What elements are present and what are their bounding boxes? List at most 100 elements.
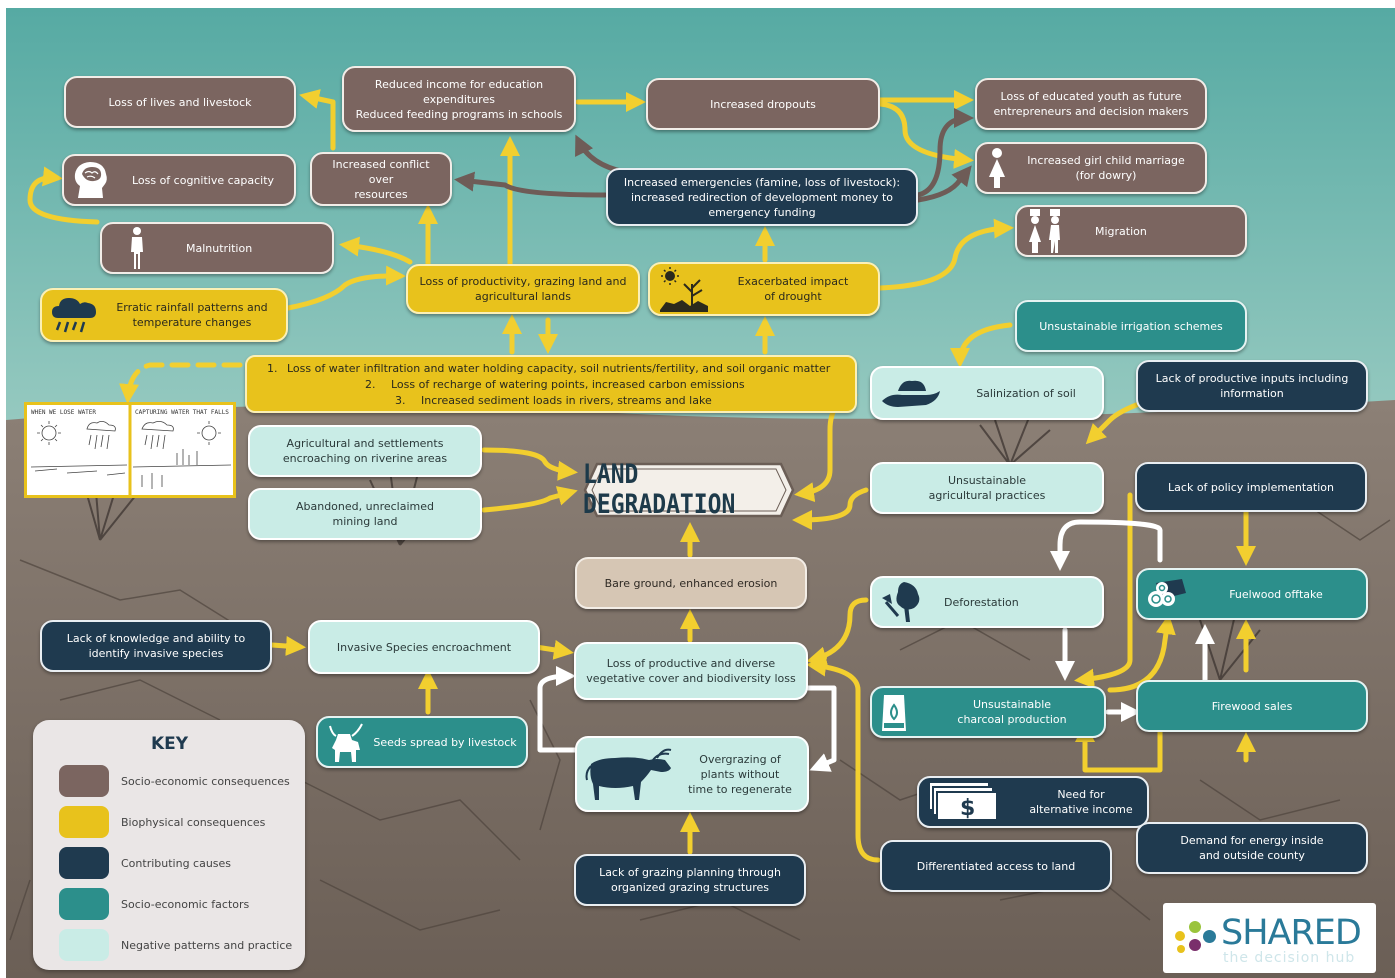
irrigation-schemes-label: Unsustainable irrigation schemes <box>1039 319 1223 333</box>
salinization-label: Salinization of soil <box>976 386 1076 400</box>
tree-axe-icon <box>880 580 924 624</box>
seeds-livestock-label: Seeds spread by livestock <box>373 735 517 749</box>
logo-dot <box>1189 921 1201 933</box>
loss-of-lives-box: Loss of lives and livestock <box>64 76 296 128</box>
vegetative-cover-box: Loss of productive and diverse vegetativ… <box>574 642 808 700</box>
mining-land-label: Abandoned, unreclaimed mining land <box>295 500 434 528</box>
logo-dot <box>1175 931 1185 941</box>
migrating-family-icon <box>1025 208 1065 254</box>
unsustainable-agriculture-label: Unsustainable agricultural practices <box>928 474 1046 502</box>
energy-demand-label: Demand for energy inside and outside cou… <box>1180 834 1324 862</box>
key-swatch-negative <box>59 929 109 961</box>
increased-emergencies-label: Increased emergencies (famine, loss of l… <box>623 175 901 219</box>
key-label-causes: Contributing causes <box>121 856 232 870</box>
differentiated-access-label: Differentiated access to land <box>916 859 1076 873</box>
lack-policy-label: Lack of policy implementation <box>1168 480 1334 494</box>
cognitive-capacity-box: Loss of cognitive capacity <box>62 154 296 206</box>
water-loss-line-2: 2.Loss of recharge of watering points, i… <box>365 378 745 391</box>
key-swatch-factors <box>59 888 109 920</box>
bare-ground-label: Bare ground, enhanced erosion <box>604 576 778 590</box>
bare-ground-box: Bare ground, enhanced erosion <box>575 557 807 609</box>
irrigation-schemes-box: Unsustainable irrigation schemes <box>1015 300 1247 352</box>
deforestation-box: Deforestation <box>870 576 1104 628</box>
legend-key: KEY Socio-economic consequences Biophysi… <box>33 720 305 970</box>
key-swatch-socio <box>59 765 109 797</box>
shared-logo: SHARED the decision hub <box>1163 903 1376 973</box>
water-sketch-panel: WHEN WE LOSE WATER CAPTURING WATER THAT … <box>24 402 236 498</box>
loss-of-youth-label: Loss of educated youth as future entrepr… <box>993 90 1189 118</box>
riverine-encroachment-box: Agricultural and settlements encroaching… <box>248 425 482 477</box>
key-item-negative: Negative patterns and practice <box>59 928 299 962</box>
energy-demand-box: Demand for energy inside and outside cou… <box>1136 822 1368 874</box>
girl-icon <box>985 147 1009 189</box>
mining-land-box: Abandoned, unreclaimed mining land <box>248 488 482 540</box>
lack-knowledge-box: Lack of knowledge and ability to identif… <box>40 620 272 672</box>
key-label-negative: Negative patterns and practice <box>121 938 293 952</box>
water-loss-line-1: 1.Loss of water infiltration and water h… <box>267 362 831 375</box>
increased-emergencies-box: Increased emergencies (famine, loss of l… <box>606 168 918 226</box>
alternative-income-box: $ Need for alternative income <box>917 776 1149 828</box>
drought-label: Exacerbated impact of drought <box>737 275 849 303</box>
reduced-income-box: Reduced income for education expenditure… <box>342 66 576 132</box>
key-label-factors: Socio-economic factors <box>121 897 250 911</box>
invasive-species-box: Invasive Species encroachment <box>308 620 540 674</box>
increased-conflict-label: Increased conflict over resources <box>332 157 430 201</box>
malnutrition-box: Malnutrition <box>100 222 334 274</box>
increased-dropouts-label: Increased dropouts <box>710 97 816 111</box>
key-item-causes: Contributing causes <box>59 846 299 880</box>
loss-of-youth-box: Loss of educated youth as future entrepr… <box>975 78 1207 130</box>
key-title: KEY <box>151 734 189 754</box>
charcoal-production-box: Unsustainable charcoal production <box>870 686 1106 738</box>
key-swatch-bio <box>59 806 109 838</box>
overgrazing-label: Overgrazing of plants without time to re… <box>688 752 792 796</box>
logo-dot <box>1189 939 1201 951</box>
logo-wordmark: SHARED <box>1221 913 1362 953</box>
increased-dropouts-box: Increased dropouts <box>646 78 880 130</box>
differentiated-access-box: Differentiated access to land <box>880 840 1112 892</box>
logo-dot <box>1203 930 1216 943</box>
invasive-species-label: Invasive Species encroachment <box>336 640 512 654</box>
key-item-socio: Socio-economic consequences <box>59 764 299 798</box>
erratic-rainfall-box: Erratic rainfall patterns and temperatur… <box>40 288 288 342</box>
migration-box: Migration <box>1015 205 1247 257</box>
logo-tagline: the decision hub <box>1223 950 1356 966</box>
grazing-planning-box: Lack of grazing planning through organiz… <box>574 854 806 906</box>
cow-icon <box>585 746 675 802</box>
brain-head-icon <box>72 160 114 200</box>
seeds-livestock-box: Seeds spread by livestock <box>316 716 528 768</box>
riverine-encroachment-label: Agricultural and settlements encroaching… <box>282 437 448 465</box>
land-degradation-label: LAND DEGRADATION <box>583 460 736 520</box>
migration-label: Migration <box>1095 224 1147 238</box>
logo-dot <box>1177 945 1185 953</box>
lack-productive-inputs-box: Lack of productive inputs including info… <box>1136 360 1368 412</box>
sketch-left-caption: WHEN WE LOSE WATER <box>31 409 96 416</box>
lack-productive-inputs-label: Lack of productive inputs including info… <box>1155 372 1349 400</box>
lack-policy-box: Lack of policy implementation <box>1135 462 1367 512</box>
key-item-bio: Biophysical consequences <box>59 805 299 839</box>
girl-child-marriage-label: Increased girl child marriage (for dowry… <box>1027 154 1185 182</box>
firewood-sales-label: Firewood sales <box>1211 699 1293 713</box>
loss-of-lives-label: Loss of lives and livestock <box>108 95 252 109</box>
fuelwood-offtake-label: Fuelwood offtake <box>1229 587 1323 601</box>
charcoal-production-label: Unsustainable charcoal production <box>957 698 1067 726</box>
land-degradation-frame <box>583 462 795 518</box>
key-swatch-causes <box>59 847 109 879</box>
charcoal-bag-icon <box>880 691 908 733</box>
drought-box: Exacerbated impact of drought <box>648 262 880 316</box>
overgrazing-box: Overgrazing of plants without time to re… <box>575 736 809 812</box>
cognitive-capacity-label: Loss of cognitive capacity <box>131 173 275 187</box>
deforestation-label: Deforestation <box>944 595 1019 609</box>
key-item-factors: Socio-economic factors <box>59 887 299 921</box>
salinization-box: Salinization of soil <box>870 366 1104 420</box>
rain-cloud-icon <box>50 294 100 336</box>
malnutrition-label: Malnutrition <box>186 241 253 255</box>
key-label-bio: Biophysical consequences <box>121 815 266 829</box>
dollar-bills-icon: $ <box>927 780 999 824</box>
water-sketch-illustration: WHEN WE LOSE WATER CAPTURING WATER THAT … <box>27 405 233 495</box>
svg-text:$: $ <box>960 796 975 821</box>
goat-icon <box>326 720 366 764</box>
drought-icon <box>658 266 710 312</box>
vegetative-cover-label: Loss of productive and diverse vegetativ… <box>586 657 796 685</box>
firewood-sales-box: Firewood sales <box>1136 680 1368 732</box>
unsustainable-agriculture-box: Unsustainable agricultural practices <box>870 462 1104 514</box>
